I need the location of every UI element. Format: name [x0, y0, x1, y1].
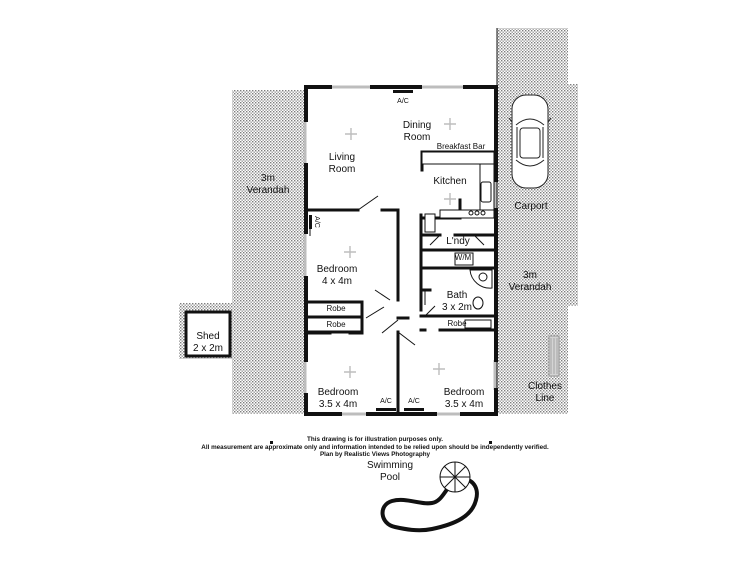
dining-line1: Dining: [402, 120, 432, 131]
clothes-line-label: Clothes Line: [520, 381, 570, 404]
ac-label-bed1: A/C: [313, 216, 321, 228]
verandah-left-label: 3m Verandah: [232, 173, 304, 196]
shed-area: [179, 303, 235, 359]
shed-label: Shed 2 x 2m: [186, 331, 230, 354]
disclaimer-line2: All measurement are approximate only and…: [201, 443, 549, 451]
verandah-right-label: 3m Verandah: [500, 270, 560, 293]
living-room-label: Living Room: [315, 152, 369, 175]
disclaimer: This drawing is for illustration purpose…: [200, 436, 550, 459]
clothes-line-icon: [548, 335, 560, 377]
carport-area: [496, 28, 578, 414]
bedroom3-label: Bedroom 3.5 x 4m: [432, 387, 496, 410]
bedroom1-line1: Bedroom: [316, 264, 358, 275]
bedroom3-line1: Bedroom: [443, 387, 485, 398]
pool-label: Swimming Pool: [360, 460, 420, 483]
bath-line1: Bath: [446, 290, 468, 301]
breakfast-bar-label: Breakfast Bar: [436, 142, 486, 151]
kitchen-label: Kitchen: [433, 176, 467, 187]
verandah-left-line1: 3m: [261, 173, 275, 184]
ac-units: [309, 90, 424, 411]
living-line1: Living: [328, 152, 356, 163]
kitchen-bench: [421, 151, 495, 233]
robe-2-label: Robe: [326, 320, 346, 329]
windows: [303, 85, 497, 416]
door-swings: [309, 195, 485, 346]
shed-line1: Shed: [196, 331, 220, 342]
verandah-left-area: [232, 90, 304, 414]
bedroom1-label: Bedroom 4 x 4m: [312, 264, 362, 287]
robe-3-label: Robe: [447, 319, 467, 328]
bedroom2-label: Bedroom 3.5 x 4m: [306, 387, 370, 410]
carport-label: Carport: [514, 201, 548, 212]
living-line2: Room: [328, 163, 356, 175]
umbrella-icon: [439, 461, 471, 493]
disclaimer-line1: This drawing is for illustration purpose…: [307, 436, 443, 443]
ac-label-bed3: A/C: [408, 398, 420, 405]
car-icon: [508, 94, 552, 189]
exterior-walls: [304, 85, 498, 416]
verandah-left-line2: Verandah: [246, 184, 290, 196]
ac-label-bed2: A/C: [380, 398, 392, 405]
bedroom2-line1: Bedroom: [317, 387, 359, 398]
shed-line2: 2 x 2m: [192, 342, 223, 354]
laundry-label: L'ndy: [446, 236, 470, 247]
bedroom1-line2: 4 x 4m: [321, 275, 352, 287]
bedroom3-line2: 3.5 x 4m: [444, 398, 484, 410]
dining-room-label: Dining Room: [392, 120, 442, 143]
ac-label-dining: A/C: [397, 98, 409, 105]
bedroom2-line2: 3.5 x 4m: [318, 398, 358, 410]
clothes-line-line2: Line: [535, 392, 555, 404]
bath-label: Bath 3 x 2m: [437, 290, 477, 313]
bath-fixtures: [454, 252, 493, 329]
dining-line2: Room: [403, 131, 431, 143]
pool-line2: Pool: [379, 471, 400, 483]
robe-1-label: Robe: [326, 304, 346, 313]
verandah-right-line1: 3m: [523, 270, 537, 281]
clothes-line-line1: Clothes: [528, 381, 562, 392]
bath-line2: 3 x 2m: [441, 301, 472, 313]
room-markers: [344, 118, 456, 378]
pool-line1: Swimming: [366, 460, 414, 471]
wm-label: W/M: [454, 253, 472, 262]
posts: [270, 441, 492, 444]
disclaimer-line3: Plan by Realistic Views Photography: [319, 451, 431, 459]
verandah-right-line2: Verandah: [508, 281, 552, 293]
